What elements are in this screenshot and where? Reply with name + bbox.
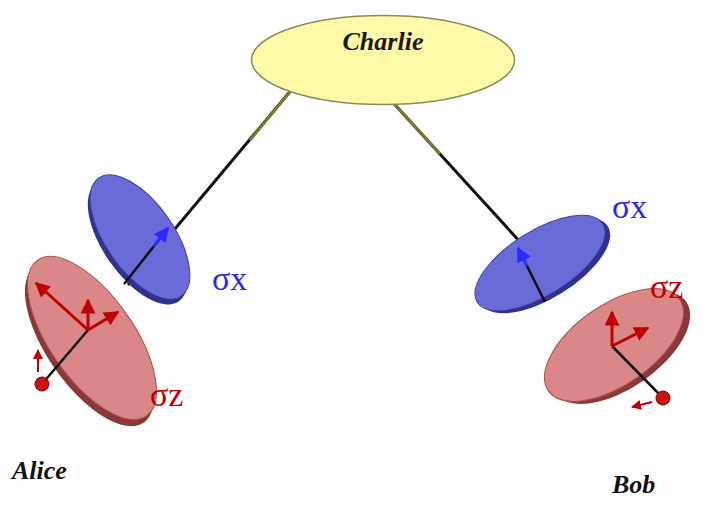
sigma-z-polarizer bbox=[526, 264, 710, 429]
ellipse-node: Charlie bbox=[250, 14, 516, 106]
beam-line bbox=[376, 84, 522, 244]
operator-label: σz bbox=[650, 270, 683, 304]
operator-label: σz bbox=[150, 378, 183, 412]
node-title: Charlie bbox=[250, 27, 516, 57]
operator-label: σx bbox=[612, 190, 647, 224]
party-name: Bob bbox=[612, 472, 655, 498]
operator-label: σx bbox=[212, 262, 247, 296]
sigma-x-polarizer bbox=[67, 159, 211, 321]
party-name: Alice bbox=[12, 458, 67, 484]
